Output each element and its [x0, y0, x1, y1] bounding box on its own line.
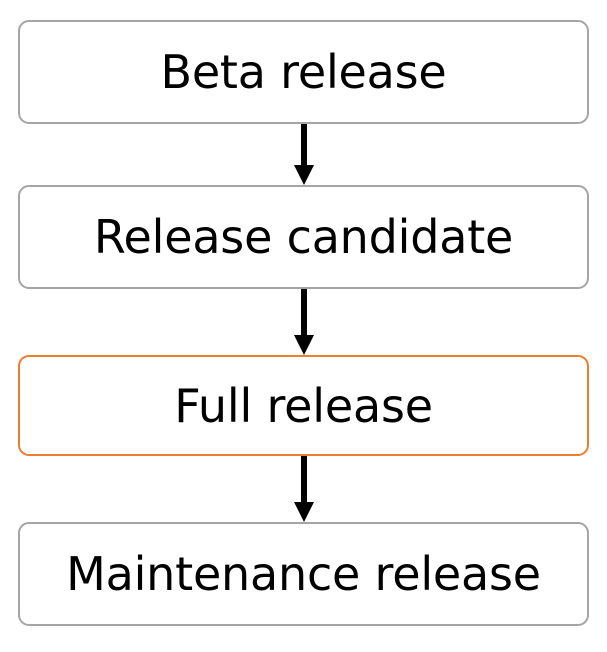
- arrow-down-icon: [294, 456, 314, 522]
- flow-node-label: Full release: [174, 378, 433, 433]
- flow-node-release-candidate[interactable]: Release candidate: [18, 185, 589, 289]
- flow-node-label: Maintenance release: [66, 547, 541, 601]
- arrow-down-icon: [294, 124, 314, 185]
- flow-edge-full-release-to-maintenance-release: [0, 456, 607, 522]
- flow-node-label: Release candidate: [93, 210, 514, 264]
- arrow-down-icon: [294, 289, 314, 355]
- flow-node-maintenance-release[interactable]: Maintenance release: [18, 522, 589, 626]
- flow-node-label: Beta release: [160, 45, 447, 99]
- flow-node-beta-release[interactable]: Beta release: [18, 20, 589, 124]
- flow-edge-beta-release-to-release-candidate: [0, 124, 607, 185]
- flow-edge-release-candidate-to-full-release: [0, 289, 607, 355]
- flow-node-full-release[interactable]: Full release: [18, 355, 589, 456]
